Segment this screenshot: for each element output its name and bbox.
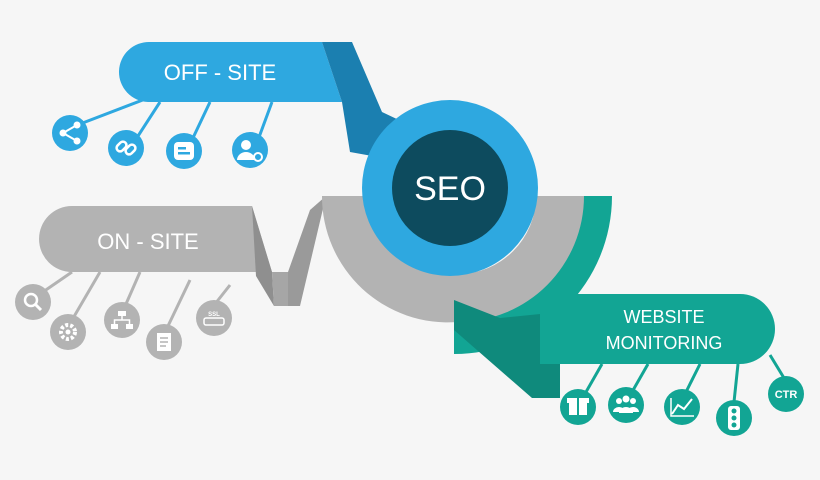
ctr-icon: CTR	[768, 376, 804, 412]
search-icon	[15, 284, 51, 320]
document-icon	[146, 324, 182, 360]
on-site-ribbon-1	[252, 206, 274, 306]
ctr-icon-text: CTR	[775, 389, 798, 401]
users-icon	[608, 387, 644, 423]
ssl-icon: SSL	[196, 300, 232, 336]
seo-label: SEO	[414, 170, 486, 208]
share-icon	[52, 115, 88, 151]
off-site-label: OFF - SITE	[164, 60, 276, 85]
on-site-branch: ON - SITE SSL	[15, 196, 326, 360]
ssl-icon-text: SSL	[208, 312, 220, 318]
on-site-banner	[39, 206, 272, 272]
seo-hub: SEO	[321, 100, 612, 354]
website-monitoring-branch: WEBSITE MONITORING	[454, 294, 804, 436]
on-site-ribbon-3	[288, 196, 326, 306]
off-site-banner	[118, 41, 342, 102]
gray-ring-segment	[321, 196, 584, 323]
user-sync-icon	[232, 132, 268, 168]
on-site-ribbon-2	[272, 272, 288, 306]
monitoring-banner	[540, 294, 775, 364]
on-site-label: ON - SITE	[97, 229, 198, 254]
off-site-branch: OFF - SITE	[52, 41, 420, 169]
traffic-light-icon	[716, 400, 752, 436]
blogger-icon	[166, 133, 202, 169]
sitemap-icon	[104, 302, 140, 338]
monitoring-label-line-1: WEBSITE	[623, 307, 704, 327]
seo-core	[392, 130, 508, 246]
link-icon	[108, 130, 144, 166]
gear-icon	[50, 314, 86, 350]
gift-icon	[560, 389, 596, 425]
monitoring-label-line-2: MONITORING	[606, 333, 723, 353]
analytics-chart-icon	[664, 389, 700, 425]
monitoring-ribbon	[454, 300, 560, 398]
